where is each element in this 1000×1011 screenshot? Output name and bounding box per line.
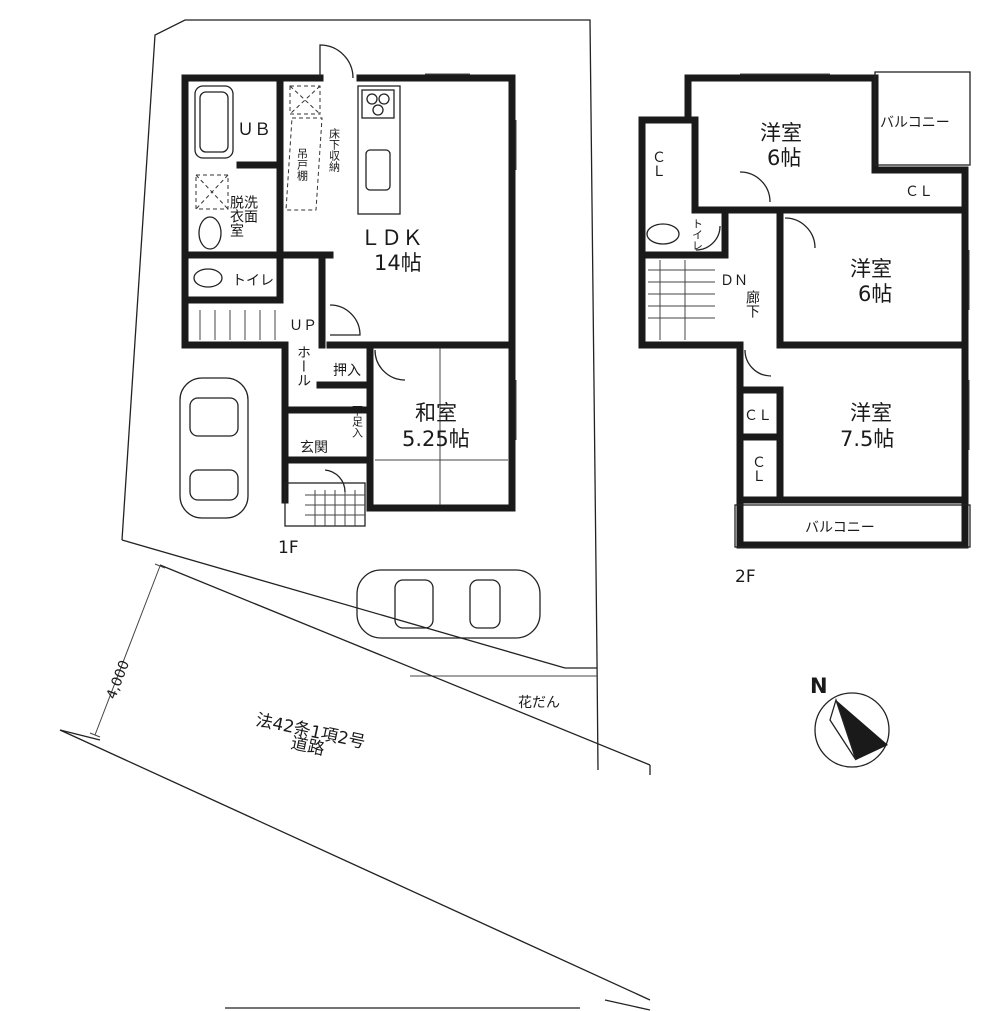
floor2-yoshitsu2-size: 6帖 [858, 282, 892, 306]
floor1-plan [181, 44, 517, 527]
floor1-datsuishitsu-label: 脱衣室 [228, 195, 244, 237]
floor1-washitsu-size: 5.25帖 [402, 427, 470, 451]
floor2-yoshitsu2-name: 洋室 [850, 257, 892, 281]
floor2-rouka-label: 廊下 [744, 289, 760, 318]
floor2-plan [638, 71, 971, 549]
floor2-cl-mid: ＣＬ [744, 408, 772, 424]
floor1-ldk-size: 14帖 [374, 251, 422, 275]
north-compass [814, 692, 890, 768]
parked-car-vertical [179, 377, 249, 519]
parked-car-horizontal [356, 569, 541, 639]
floor2-balcony-bottom: バルコニー [805, 520, 875, 536]
floor1-getabako-label: 下足入 [351, 405, 364, 438]
floor2-toilet-label: トイレ [691, 218, 704, 251]
floor1-oshiire-label: 押入 [333, 363, 361, 379]
flowerbed-label: 花だん [518, 695, 560, 711]
floor2-cl-left: ＣＬ [650, 150, 666, 178]
floor1-toilet-label: トイレ [232, 273, 274, 289]
floor2-yoshitsu3-size: 7.5帖 [840, 427, 894, 451]
floor2-yoshitsu1-size: 6帖 [767, 146, 801, 170]
floor2-yoshitsu3-name: 洋室 [850, 401, 892, 425]
floor1-ldk-name: ＬＤＫ [360, 226, 423, 250]
compass-north-label: N [810, 674, 828, 698]
floor1-hall-label: ホール [295, 345, 311, 387]
floor1-up-label: ＵＰ [289, 318, 317, 334]
floor1-genkan-label: 玄関 [300, 439, 328, 456]
floor1-ub-label: ＵＢ [237, 120, 271, 140]
floor2-cl-low: ＣＬ [750, 455, 766, 483]
floor1-yukashita-label: 床下収納 [328, 127, 341, 173]
floor2-dn-label: ＤＮ [720, 273, 748, 289]
floor1-label: 1F [278, 538, 299, 558]
floor1-washitsu-name: 和室 [415, 401, 457, 425]
road-width-dimension: 4,000 [104, 658, 133, 701]
floor2-label: 2F [735, 567, 756, 587]
floor1-tsuridana-label: 吊戸棚 [296, 148, 309, 182]
floor1-senmen-label: 洗面 [242, 195, 258, 223]
floor2-balcony-top: バルコニー [880, 115, 950, 131]
floor2-cl-top-right: ＣＬ [905, 184, 933, 200]
floor2-yoshitsu1-name: 洋室 [760, 121, 802, 145]
site-boundary [59, 19, 651, 1011]
